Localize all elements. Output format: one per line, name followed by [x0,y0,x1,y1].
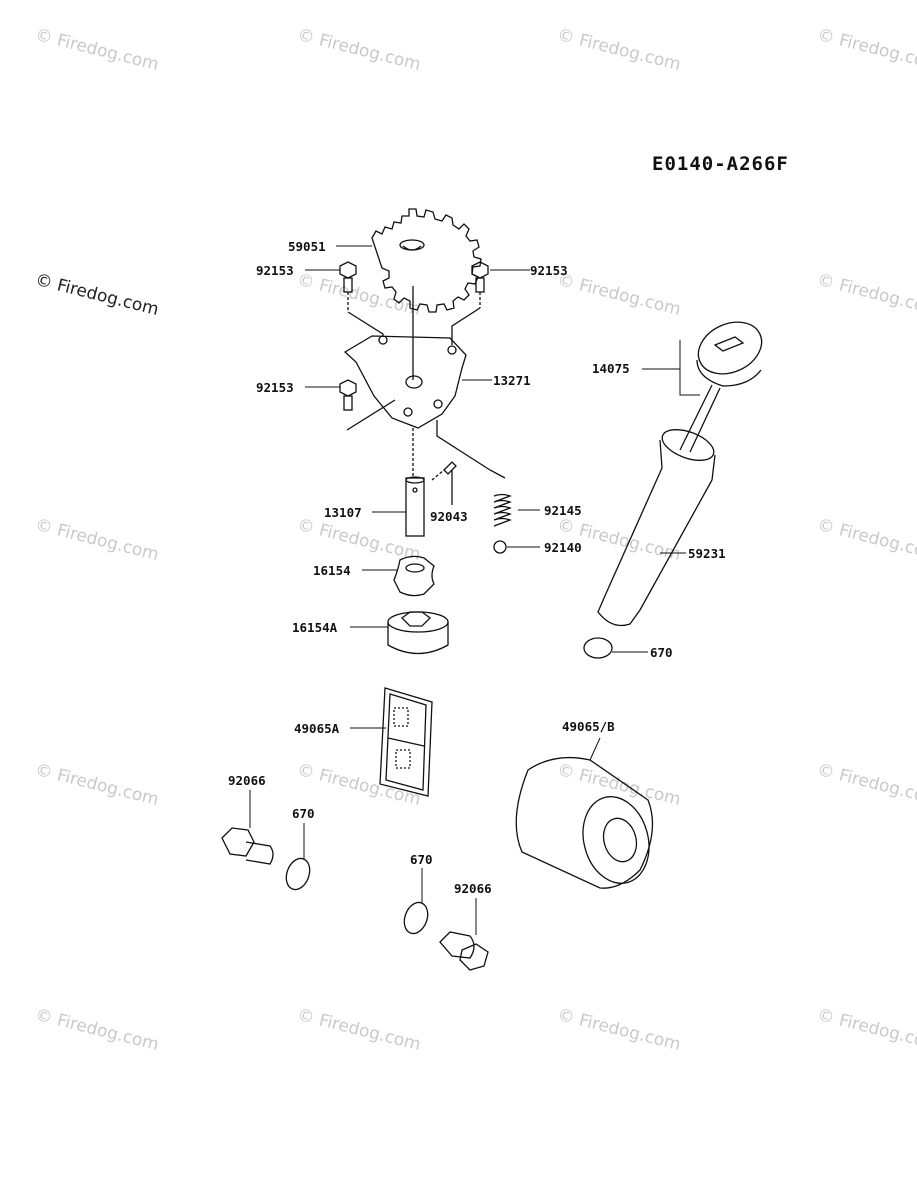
part-label-92145[interactable]: 92145 [544,503,582,518]
leader-lines [249,245,700,935]
ball-92140-icon[interactable] [493,540,507,554]
part-label-13107[interactable]: 13107 [324,505,362,520]
o-ring-670-icon[interactable] [400,899,432,937]
shaft-13107-icon[interactable] [405,428,425,537]
part-label-92066[interactable]: 92066 [228,773,266,788]
outer-rotor-16154A-icon[interactable] [387,611,449,655]
part-label-92043[interactable]: 92043 [430,509,468,524]
dipstick-cap-14075-icon[interactable] [679,312,770,453]
diagram-code: E0140-A266F [652,153,789,175]
part-label-670[interactable]: 670 [650,645,673,660]
part-label-92153[interactable]: 92153 [256,263,294,278]
bolt-92153-icon[interactable] [451,261,489,345]
bolt-92153-icon[interactable] [339,379,396,431]
part-label-16154[interactable]: 16154 [313,563,351,578]
spring-92145-icon[interactable] [493,493,512,527]
rotor-16154-icon[interactable] [393,555,435,597]
bolt-92153-icon[interactable] [339,261,384,336]
dipstick-tube-59231-icon[interactable] [597,424,718,627]
part-label-92140[interactable]: 92140 [544,540,582,555]
o-ring-670-icon[interactable] [583,637,613,659]
part-label-92153[interactable]: 92153 [530,263,568,278]
part-label-14075[interactable]: 14075 [592,361,630,376]
pin-92043-icon[interactable] [431,461,457,505]
part-label-49065B[interactable]: 49065/B [562,719,615,734]
part-label-59051[interactable]: 59051 [288,239,326,254]
part-label-16154A[interactable]: 16154A [292,620,338,635]
drain-plug-92066-icon[interactable] [439,931,489,971]
gear-59051-icon[interactable] [371,208,482,313]
part-label-49065A[interactable]: 49065A [294,721,340,736]
part-label-59231[interactable]: 59231 [688,546,726,561]
plate-13271-icon[interactable] [343,335,506,479]
part-label-670[interactable]: 670 [410,852,433,867]
part-label-670[interactable]: 670 [292,806,315,821]
drain-plug-92066-icon[interactable] [221,827,274,865]
part-label-92066[interactable]: 92066 [454,881,492,896]
part-label-13271[interactable]: 13271 [493,373,531,388]
screen-49065A-icon[interactable] [379,687,433,797]
o-ring-670-icon[interactable] [282,855,314,893]
oil-filter-49065B-icon[interactable] [515,756,658,891]
part-label-92153[interactable]: 92153 [256,380,294,395]
